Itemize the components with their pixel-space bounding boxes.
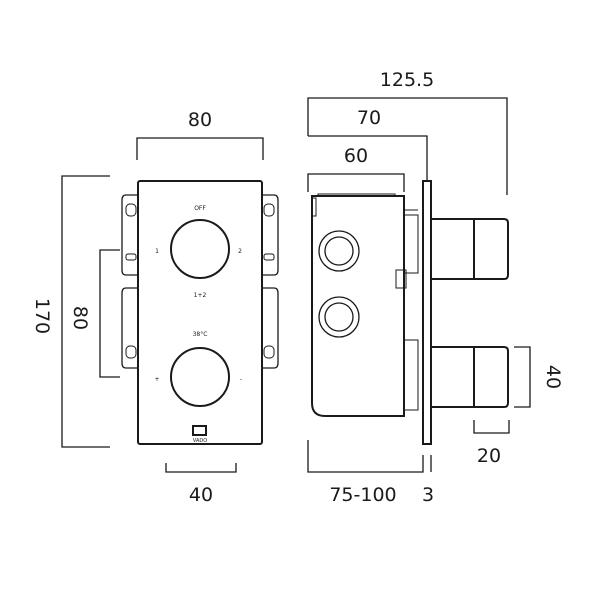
minus-label: - [240, 376, 242, 383]
wall-depth-dimension: 75-100 3 [307, 440, 434, 506]
valve-spacing-dimension: 80 [69, 249, 120, 378]
valve-spacing-label: 80 [69, 306, 91, 330]
wall-depth-label: 75-100 [329, 484, 396, 506]
body-depth-label: 60 [344, 145, 368, 167]
outlet-1-label: 1 [155, 248, 159, 255]
total-depth-label: 125.5 [380, 69, 434, 91]
plus-label: + [154, 376, 159, 383]
handle-diameter-dimension: 40 [514, 346, 564, 408]
logo-text: VADO [193, 438, 207, 444]
handle-diameter-label: 40 [542, 365, 564, 389]
thermostat-knob [170, 347, 230, 407]
front-view: 80 170 80 OFF 1 2 [31, 109, 279, 506]
vado-logo: VADO [192, 425, 207, 444]
depth-to-plate-dimension: 70 [308, 107, 428, 180]
handle-length-label: 20 [477, 445, 501, 467]
plate-thickness-label: 3 [422, 484, 434, 506]
valve-body [311, 193, 419, 417]
front-height-dimension: 170 [31, 175, 110, 448]
front-width-dimension: 80 [136, 109, 264, 160]
diverter-knob [170, 219, 230, 279]
outlet-2-label: 2 [238, 248, 242, 255]
valve-width-dimension: 40 [165, 463, 237, 506]
front-height-label: 170 [31, 298, 53, 334]
lower-handle [431, 346, 509, 408]
mounting-brackets [121, 194, 279, 369]
handle-length-dimension: 20 [473, 420, 510, 467]
upper-handle [431, 218, 509, 280]
off-label: OFF [194, 205, 206, 212]
body-depth-dimension: 60 [307, 145, 405, 192]
total-depth-dimension: 125.5 [307, 69, 508, 195]
depth-to-plate-label: 70 [357, 107, 381, 129]
faceplate-side [422, 180, 432, 445]
valve-width-label: 40 [189, 484, 213, 506]
side-view: 125.5 70 60 [307, 69, 564, 506]
temperature-label: 38°C [193, 331, 208, 338]
faceplate [137, 180, 263, 445]
front-width-label: 80 [188, 109, 212, 131]
outlet-both-label: 1+2 [194, 292, 207, 299]
